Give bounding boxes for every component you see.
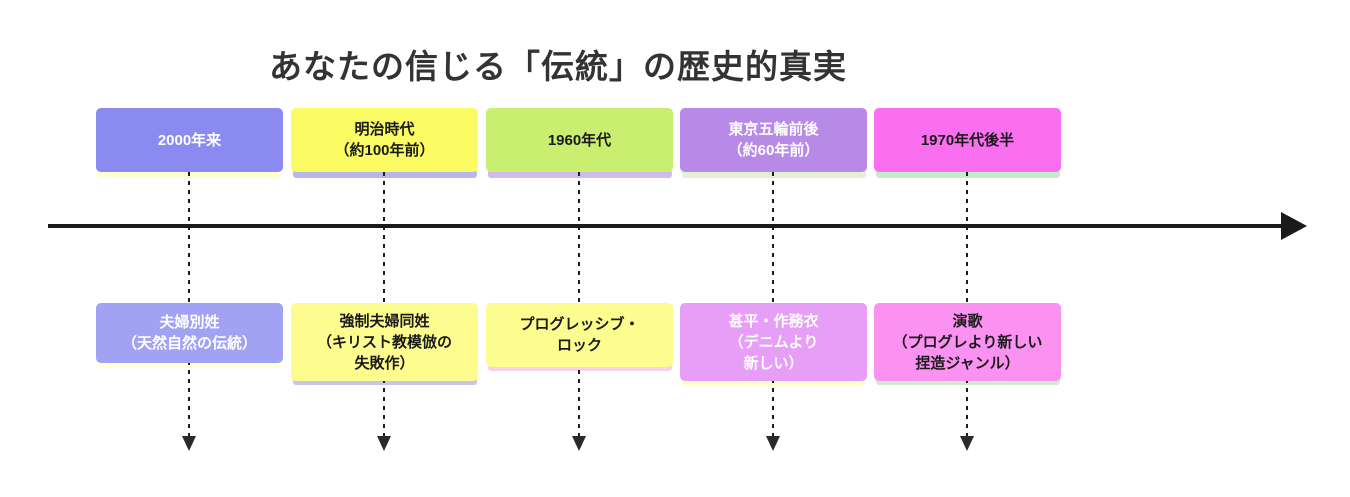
- timeline-column: 明治時代 （約100年前） 強制夫婦同姓 （キリスト教模倣の 失敗作）: [291, 0, 478, 497]
- timeline-axis-line: [48, 224, 1284, 228]
- item-box-shadow: [293, 377, 477, 385]
- item-box: 甚平・作務衣 （デニムより 新しい）: [680, 303, 867, 381]
- down-arrowhead-icon: [572, 436, 586, 451]
- item-box-label: 強制夫婦同姓 （キリスト教模倣の 失敗作）: [316, 312, 452, 372]
- item-box-shadow: [488, 363, 672, 371]
- period-box-label: 2000年来: [157, 131, 222, 149]
- period-box-label: 明治時代 （約100年前）: [334, 121, 435, 159]
- down-arrowhead-icon: [377, 436, 391, 451]
- period-box-shadow: [876, 170, 1060, 178]
- timeline-column: 東京五輪前後 （約60年前） 甚平・作務衣 （デニムより 新しい）: [680, 0, 867, 497]
- item-box-label: 夫婦別姓 （天然自然の伝統）: [121, 314, 257, 352]
- timeline-arrowhead-icon: [1281, 212, 1307, 240]
- timeline-column: 2000年来 夫婦別姓 （天然自然の伝統）: [96, 0, 283, 497]
- item-box: 強制夫婦同姓 （キリスト教模倣の 失敗作）: [291, 303, 478, 381]
- period-box-shadow: [98, 170, 282, 178]
- item-box: 演歌 （プログレより新しい 捏造ジャンル）: [874, 303, 1061, 381]
- item-box-shadow: [682, 377, 866, 385]
- period-box: 明治時代 （約100年前）: [291, 108, 478, 172]
- period-box: 1970年代後半: [874, 108, 1061, 172]
- down-arrowhead-icon: [960, 436, 974, 451]
- timeline-column: 1970年代後半 演歌 （プログレより新しい 捏造ジャンル）: [874, 0, 1061, 497]
- period-box: 2000年来: [96, 108, 283, 172]
- down-arrowhead-icon: [182, 436, 196, 451]
- page-title: あなたの信じる「伝統」の歴史的真実: [269, 48, 847, 85]
- item-box-label: プログレッシブ・ ロック: [519, 316, 640, 354]
- item-box-label: 演歌 （プログレより新しい 捏造ジャンル）: [892, 312, 1043, 372]
- period-box-shadow: [682, 170, 866, 178]
- item-box-shadow: [876, 377, 1060, 385]
- period-box: 1960年代: [486, 108, 673, 172]
- down-arrowhead-icon: [766, 436, 780, 451]
- item-box-label: 甚平・作務衣 （デニムより 新しい）: [728, 312, 819, 372]
- period-box-label: 1970年代後半: [920, 131, 1015, 149]
- period-box-label: 東京五輪前後 （約60年前）: [727, 121, 820, 159]
- item-box: 夫婦別姓 （天然自然の伝統）: [96, 303, 283, 363]
- period-box-shadow: [293, 170, 477, 178]
- timeline-column: 1960年代 プログレッシブ・ ロック: [486, 0, 673, 497]
- item-box-shadow: [98, 359, 282, 367]
- item-box: プログレッシブ・ ロック: [486, 303, 673, 367]
- period-box-shadow: [488, 170, 672, 178]
- period-box-label: 1960年代: [547, 131, 612, 149]
- period-box: 東京五輪前後 （約60年前）: [680, 108, 867, 172]
